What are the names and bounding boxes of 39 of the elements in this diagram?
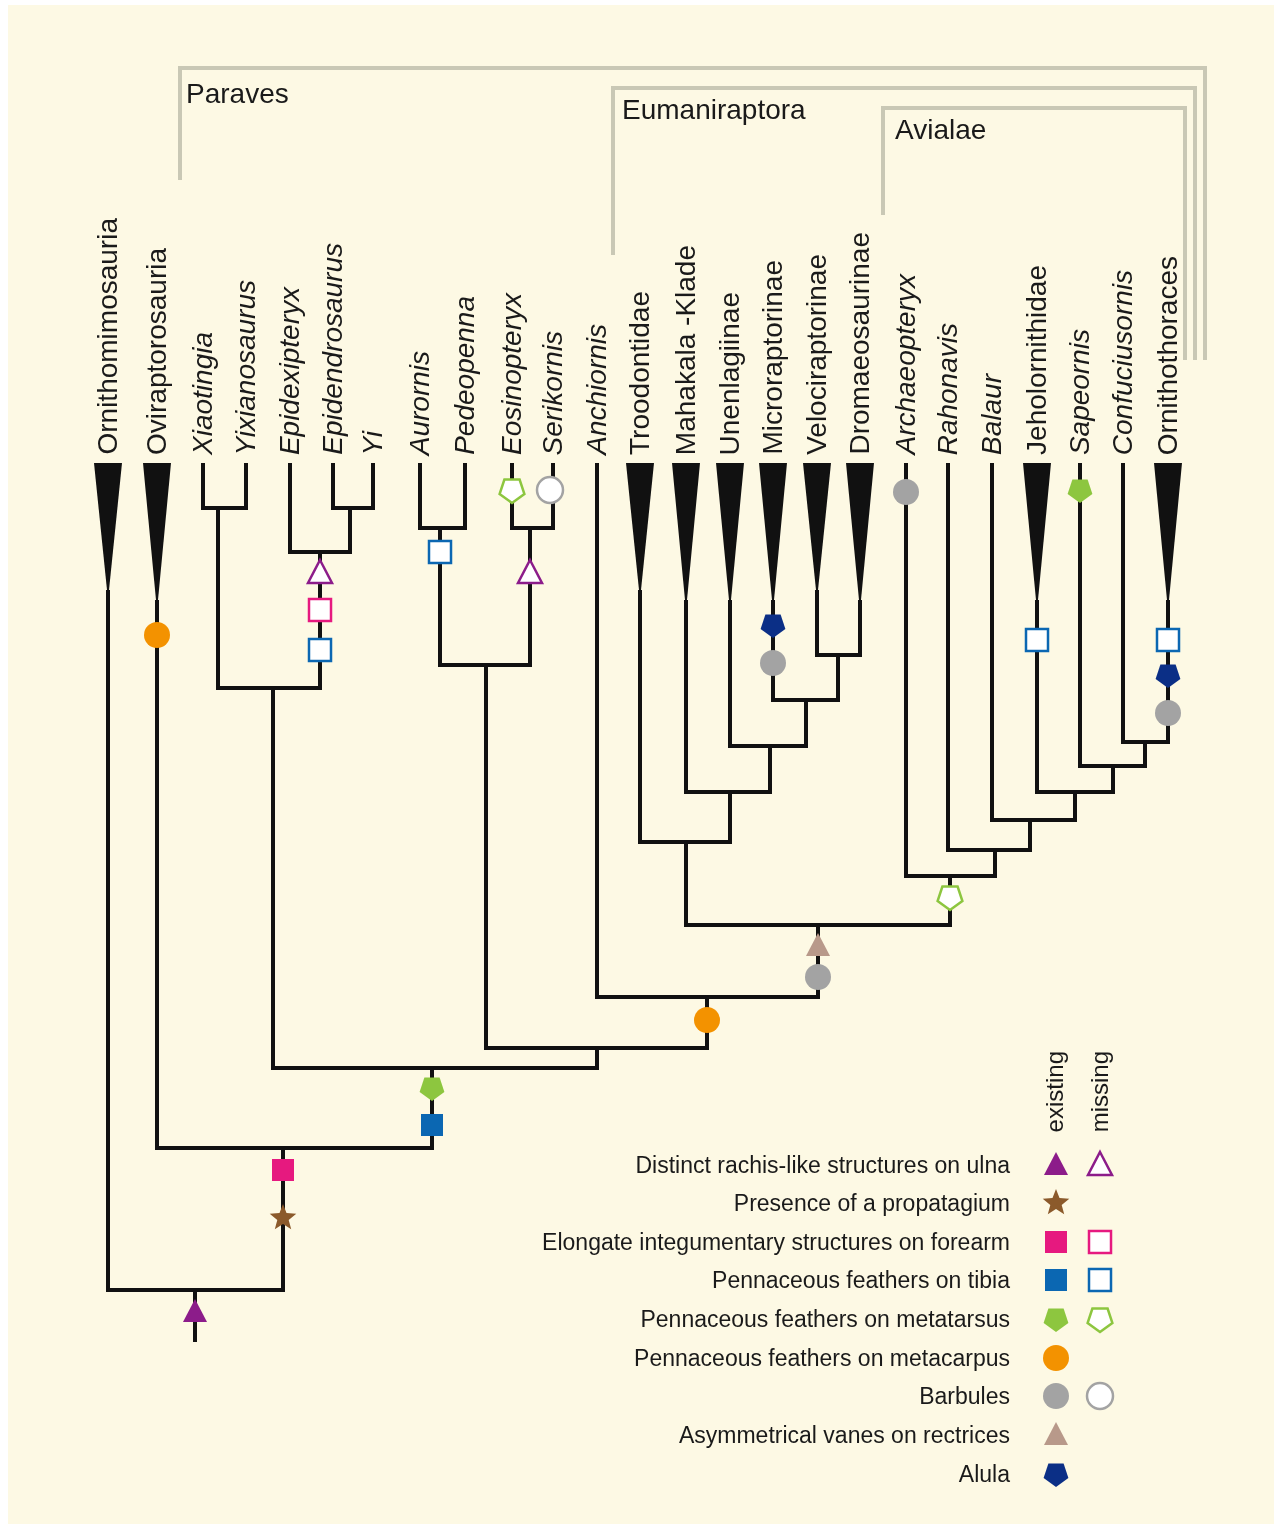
legend-label: Pennaceous feathers on tibia [712,1266,1010,1294]
taxon-label: Sapeornis [1064,328,1096,455]
taxon-label: Yixianosaurus [230,279,262,455]
clade-label: Avialae [895,114,987,146]
taxon-label: Rahonavis [932,322,964,455]
taxon-label: Dromaeosaurinae [844,232,876,455]
taxon-label: Pedeopenna [449,296,481,455]
taxon-label: Serikornis [537,330,569,455]
taxon-label: Confuciusornis [1107,269,1139,455]
legend-label: Asymmetrical vanes on rectrices [678,1421,1010,1449]
taxon-label: Aurornis [404,350,436,455]
taxon-label: Yi [357,430,389,455]
legend-label: Elongate integumentary structures on forearm [542,1228,1010,1256]
taxon-label: Epidexipteryx [274,286,306,455]
taxon-label: Unenlagiinae [714,291,746,455]
taxon-label: Microraptorinae [757,260,789,455]
taxon-label: Oviraptorosauria [141,248,173,455]
taxon-label: Jeholornithidae [1021,265,1053,455]
taxon-label: Troodontidae [624,291,656,455]
taxon-label: Eosinopteryx [496,293,528,455]
taxon-label: Mahakala -Klade [670,244,702,455]
legend-label: Distinct rachis-like structures on ulna [635,1151,1010,1179]
taxon-label: Ornithothoraces [1152,255,1184,455]
legend-label: Presence of a propatagium [733,1189,1010,1217]
taxon-label: Anchiornis [581,324,613,455]
legend-label: Barbules [919,1382,1010,1410]
taxon-label: Ornithomimosauria [92,218,124,455]
taxon-label: Xiaotingia [187,332,219,455]
legend-label: Pennaceous feathers on metacarpus [634,1344,1010,1372]
column-header: missing [1086,1050,1114,1132]
legend-label: Alula [958,1460,1010,1488]
taxon-label: Epidendrosaurus [317,243,349,455]
clade-label: Eumaniraptora [622,94,806,126]
clade-label: Paraves [186,78,289,110]
legend-label: Pennaceous feathers on metatarsus [640,1305,1010,1333]
taxon-label: Archaeopteryx [890,274,922,455]
taxon-label: Velociraptorinae [801,254,833,455]
taxon-label: Balaur [976,374,1008,455]
column-header: existing [1041,1050,1069,1132]
